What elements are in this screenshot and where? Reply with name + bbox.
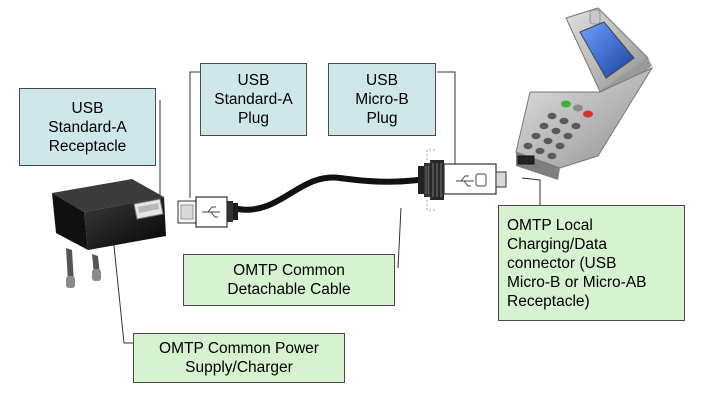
leader-cable bbox=[397, 207, 402, 269]
leader-lines bbox=[112, 71, 541, 344]
label-usb-standard-a-plug: USB Standard-A Plug bbox=[200, 63, 307, 136]
plug-extent-markers bbox=[426, 149, 437, 211]
leader-plug-a bbox=[189, 71, 200, 198]
label-usb-micro-b-plug: USB Micro-B Plug bbox=[328, 63, 436, 136]
usb-trident-icon bbox=[202, 206, 220, 218]
flip-phone bbox=[515, 7, 654, 180]
usb-a-receptacle bbox=[133, 198, 164, 220]
usb-trident-icon bbox=[456, 175, 474, 187]
usb-standard-a-plug bbox=[177, 196, 238, 228]
label-usb-standard-a-receptacle: USB Standard-A Receptacle bbox=[19, 88, 156, 166]
detachable-cable bbox=[235, 174, 421, 213]
phone-screen bbox=[579, 21, 635, 79]
leader-plug-b bbox=[437, 71, 456, 170]
power-supply-charger bbox=[52, 179, 166, 288]
leader-local-connector bbox=[521, 177, 541, 207]
label-omtp-local-charging-data-connector: OMTP Local Charging/Data connector (USB … bbox=[498, 205, 685, 321]
phone-keypad bbox=[523, 100, 593, 160]
usb-micro-b-plug bbox=[418, 160, 507, 200]
label-omtp-common-detachable-cable: OMTP Common Detachable Cable bbox=[183, 254, 395, 306]
phone-micro-b-receptacle bbox=[517, 155, 535, 165]
leader-charger bbox=[112, 235, 133, 344]
label-omtp-common-power-supply-charger: OMTP Common Power Supply/Charger bbox=[133, 333, 345, 383]
